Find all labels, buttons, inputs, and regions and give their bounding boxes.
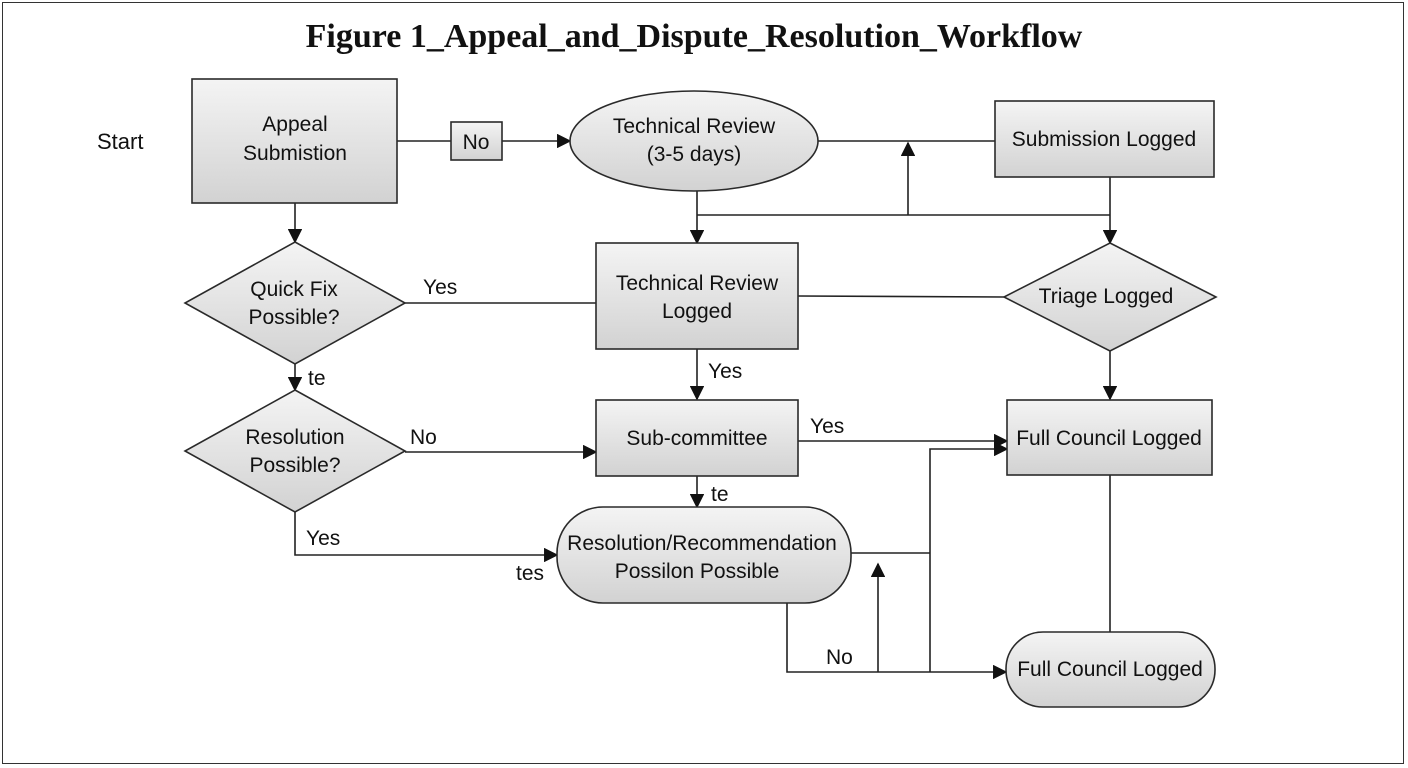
node-subcommittee: Sub-committee <box>595 399 799 477</box>
node-quick-fix: Quick Fix Possible? <box>183 241 407 365</box>
node-appeal-submission: Appeal Submistion <box>191 78 398 204</box>
label-subcommittee-down: te <box>711 483 729 506</box>
svg-text:Full Council Logged: Full Council Logged <box>1017 658 1203 681</box>
figure-title: Figure 1_Appeal_and_Dispute_Resolution_W… <box>305 18 1083 55</box>
node-resolution-possible: Resolution Possible? <box>183 389 407 513</box>
label-resrec-in: tes <box>516 562 544 585</box>
svg-text:Quick Fix: Quick Fix <box>250 278 338 301</box>
svg-text:Possible?: Possible? <box>249 454 340 477</box>
svg-text:(3-5 days): (3-5 days) <box>647 143 742 166</box>
node-full-council-logged-1: Full Council Logged <box>1006 399 1213 476</box>
svg-text:Possible?: Possible? <box>248 306 339 329</box>
svg-text:Sub-committee: Sub-committee <box>626 427 767 450</box>
edge-resolution-yes <box>294 511 559 563</box>
svg-text:Submistion: Submistion <box>243 142 347 165</box>
edge-x930-to-council <box>929 441 1009 672</box>
svg-text:Triage Logged: Triage Logged <box>1039 285 1174 308</box>
label-resolution-yes: Yes <box>306 527 340 550</box>
edge-techlogged-to-triage <box>797 295 1005 298</box>
edge-loop-no <box>786 603 1008 680</box>
label-quickfix-yes: Yes <box>423 276 457 299</box>
label-resolution-no: No <box>410 426 437 449</box>
svg-text:Full Council Logged: Full Council Logged <box>1016 427 1202 450</box>
svg-text:No: No <box>463 131 490 154</box>
svg-text:Logged: Logged <box>662 300 732 323</box>
node-submission-logged: Submission Logged <box>994 100 1215 178</box>
start-label: Start <box>97 129 143 154</box>
svg-text:Possilon Possible: Possilon Possible <box>615 560 780 583</box>
svg-text:Submission Logged: Submission Logged <box>1012 128 1196 151</box>
node-technical-review: Technical Review (3-5 days) <box>569 90 819 192</box>
node-triage-logged: Triage Logged <box>1002 242 1218 352</box>
node-technical-review-logged: Technical Review Logged <box>595 242 799 350</box>
svg-text:Appeal: Appeal <box>262 113 327 136</box>
svg-text:Resolution: Resolution <box>245 426 344 449</box>
svg-text:Resolution/Recommendation: Resolution/Recommendation <box>567 532 837 555</box>
label-subcommittee-yes: Yes <box>810 415 844 438</box>
svg-text:Technical Review: Technical Review <box>613 115 776 138</box>
node-no-box: No <box>450 121 503 161</box>
label-techlogged-yes: Yes <box>708 360 742 383</box>
label-quickfix-down: te <box>308 367 326 390</box>
node-resolution-recommendation: Resolution/Recommendation Possilon Possi… <box>556 506 852 604</box>
node-full-council-logged-2: Full Council Logged <box>1005 631 1216 708</box>
svg-text:Technical Review: Technical Review <box>616 272 779 295</box>
label-loop-no: No <box>826 646 853 669</box>
